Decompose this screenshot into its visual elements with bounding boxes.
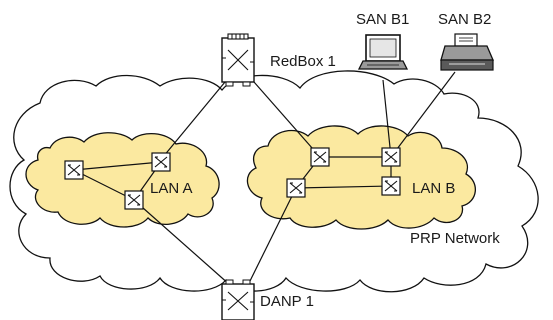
danp-label: DANP 1 [260,293,314,310]
prp-network-label: PRP Network [410,230,500,247]
lan-a-cloud [25,132,220,228]
lan-a-switch-2 [151,152,171,172]
link-redbox-to-lan-a [162,81,226,158]
lan-b-switch-4 [381,176,401,196]
redbox-label: RedBox 1 [270,53,336,70]
danp-device-icon [221,279,255,320]
switch-icon [381,176,401,196]
lan-b-switch-1 [310,147,330,167]
switch-icon [124,190,144,210]
switch-icon [64,160,84,180]
link-lan-a-sw1-sw3 [73,169,135,201]
link-redbox-to-lan-b [253,81,321,158]
switch-icon [286,178,306,198]
redbox-device-icon [221,33,255,87]
lan-b-switch-3 [286,178,306,198]
laptop-icon [357,34,409,70]
lan-b-label: LAN B [412,180,455,197]
lan-a-switch-3 [124,190,144,210]
lan-b-cloud [246,125,476,230]
switch-icon [151,152,171,172]
san-b1-label: SAN B1 [356,11,409,28]
lan-b-switch-2 [381,147,401,167]
san-b2-label: SAN B2 [438,11,491,28]
printer-icon [440,33,494,71]
lan-a-switch-1 [64,160,84,180]
link-lan-b-to-danp [247,187,297,286]
link-lan-a-to-danp [133,199,231,286]
link-lan-b-sw3-sw4 [295,185,392,189]
link-lan-a-sw1-sw2 [73,161,162,171]
link-lan-b-to-printer [390,71,456,158]
switch-icon [381,147,401,167]
link-lan-b-to-laptop [382,79,392,158]
lan-a-label: LAN A [150,180,193,197]
switch-icon [310,147,330,167]
